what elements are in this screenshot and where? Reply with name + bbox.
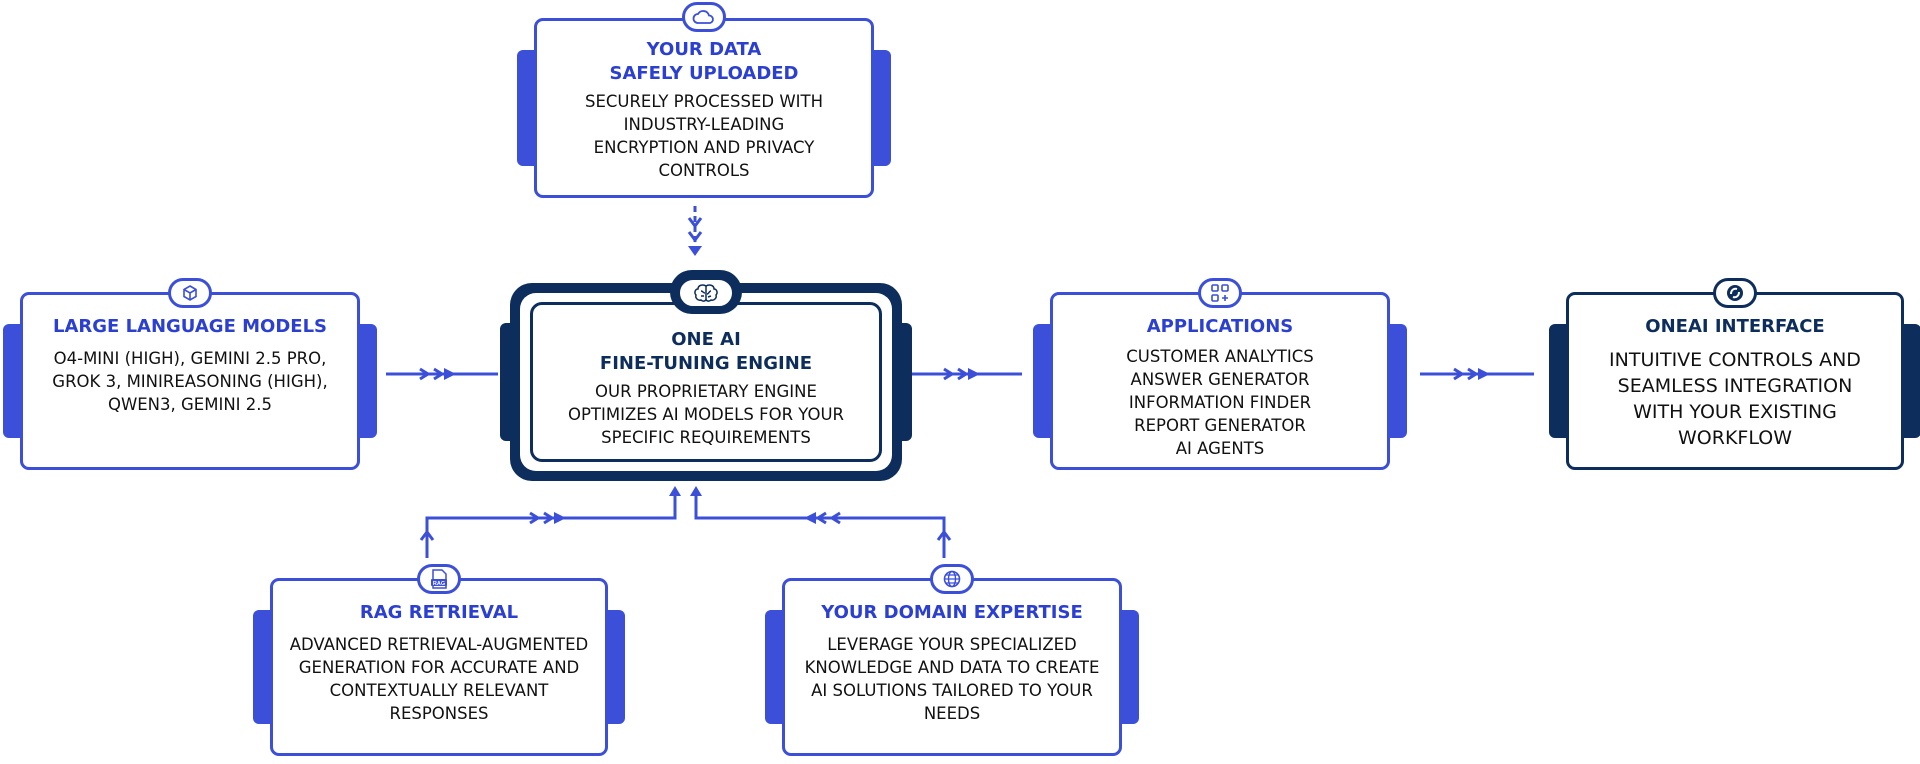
applications-list: CUSTOMER ANALYTICS ANSWER GENERATOR INFO… — [1126, 345, 1313, 460]
node-title: APPLICATIONS — [1146, 316, 1294, 337]
node-title: ONEAI INTERFACE — [1645, 316, 1825, 337]
arrow-rag-to-engine — [419, 486, 681, 558]
node-title-line1: YOUR DATA — [646, 39, 762, 60]
node-title: YOUR DOMAIN EXPERTISE — [821, 602, 1083, 623]
node-large-language-models: LARGE LANGUAGE MODELS O4-MINI (HIGH), GE… — [3, 278, 377, 470]
list-item: ANSWER GENERATOR — [1130, 370, 1310, 389]
apps-grid-icon — [1198, 278, 1242, 308]
node-rag-retrieval: RAG RETRIEVAL ADVANCED RETRIEVAL-AUGMENT… — [253, 564, 625, 756]
node-applications: APPLICATIONS CUSTOMER ANALYTICS ANSWER G… — [1033, 278, 1407, 470]
node-card: APPLICATIONS CUSTOMER ANALYTICS ANSWER G… — [1050, 292, 1390, 470]
brain-icon — [677, 277, 735, 309]
node-title: LARGE LANGUAGE MODELS — [52, 316, 328, 337]
node-title: RAG RETRIEVAL — [359, 602, 519, 623]
node-card: YOUR DOMAIN EXPERTISE LEVERAGE YOUR SPEC… — [782, 578, 1122, 756]
node-body: SECURELY PROCESSED WITH INDUSTRY-LEADING… — [584, 92, 824, 180]
node-one-ai-engine: ONE AI FINE-TUNING ENGINE OUR PROPRIETAR… — [530, 302, 882, 462]
node-domain-expertise: YOUR DOMAIN EXPERTISE LEVERAGE YOUR SPEC… — [765, 564, 1139, 756]
oneai-logo-icon — [1713, 278, 1757, 308]
rag-icon-text: RAG — [433, 581, 445, 587]
node-oneai-interface: ONEAI INTERFACE INTUITIVE CONTROLS AND S… — [1549, 278, 1920, 470]
node-body: INTUITIVE CONTROLS AND SEAMLESS INTEGRAT… — [1609, 349, 1861, 449]
rag-document-icon: RAG — [417, 564, 461, 594]
node-body: ADVANCED RETRIEVAL-AUGMENTED GENERATION … — [289, 635, 589, 723]
list-item: AI AGENTS — [1175, 439, 1265, 458]
arrow-data-to-engine — [687, 206, 703, 256]
node-card: RAG RETRIEVAL ADVANCED RETRIEVAL-AUGMENT… — [270, 578, 608, 756]
engine-title-line1: ONE AI — [671, 328, 741, 350]
list-item: INFORMATION FINDER — [1128, 393, 1312, 412]
node-title-line2: SAFELY UPLOADED — [609, 63, 799, 84]
cloud-icon — [682, 2, 726, 32]
cube-icon — [168, 278, 212, 308]
node-card: LARGE LANGUAGE MODELS O4-MINI (HIGH), GE… — [20, 292, 360, 470]
node-your-data: YOUR DATA SAFELY UPLOADED SECURELY PROCE… — [517, 2, 891, 198]
node-card: ONEAI INTERFACE INTUITIVE CONTROLS AND S… — [1566, 292, 1904, 470]
engine-title-line2: FINE-TUNING ENGINE — [599, 352, 813, 374]
node-body: O4-MINI (HIGH), GEMINI 2.5 PRO, GROK 3, … — [52, 349, 328, 414]
globe-icon — [930, 564, 974, 594]
arrow-engine-to-applications — [910, 367, 1022, 381]
engine-body: OUR PROPRIETARY ENGINE OPTIMIZES AI MODE… — [568, 381, 844, 447]
arrow-domain-to-engine — [690, 486, 952, 558]
list-item: REPORT GENERATOR — [1134, 416, 1306, 435]
node-card: YOUR DATA SAFELY UPLOADED SECURELY PROCE… — [534, 18, 874, 198]
list-item: CUSTOMER ANALYTICS — [1126, 347, 1314, 366]
arrow-applications-to-interface — [1420, 367, 1534, 381]
arrow-llm-to-engine — [386, 367, 498, 381]
node-body: LEVERAGE YOUR SPECIALIZED KNOWLEDGE AND … — [804, 635, 1100, 723]
